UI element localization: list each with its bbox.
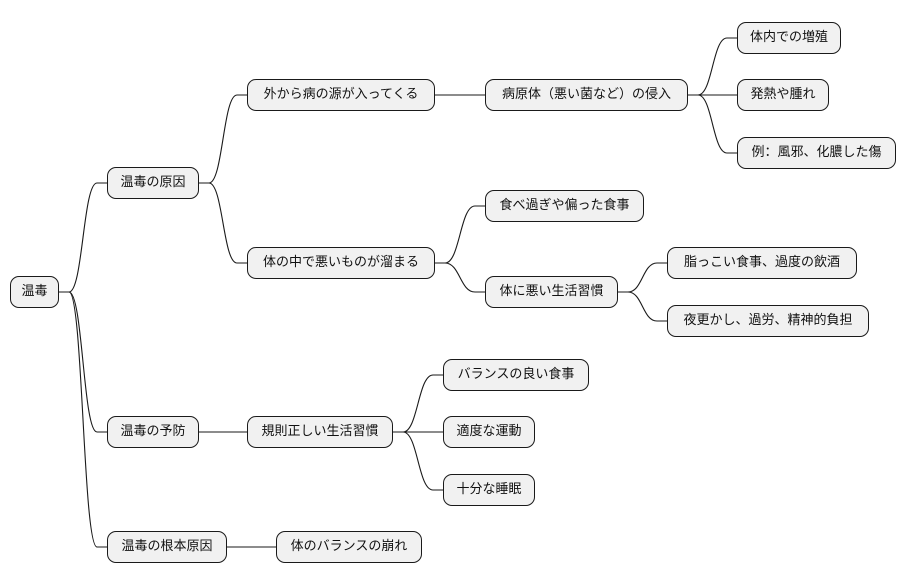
node-overeating[interactable]: 食べ過ぎや偏った食事 — [485, 190, 644, 222]
node-prevention[interactable]: 温毒の予防 — [107, 416, 199, 448]
connector-habits-late — [618, 291, 667, 322]
node-example[interactable]: 例：風邪、化膿した傷 — [737, 137, 896, 169]
connector-root-rootcause — [59, 291, 107, 548]
node-greasy-food[interactable]: 脂っこい食事、過度の飲酒 — [667, 247, 857, 279]
node-body-imbalance[interactable]: 体のバランスの崩れ — [276, 531, 422, 563]
connector-cause-internal — [199, 182, 247, 264]
connector-regular-meal — [393, 374, 443, 433]
node-fever[interactable]: 発熱や腫れ — [737, 79, 829, 111]
connector-habits-greasy — [618, 262, 667, 293]
node-pathogen-invasion[interactable]: 病原体（悪い菌など）の侵入 — [485, 79, 688, 111]
node-exercise[interactable]: 適度な運動 — [443, 416, 535, 448]
connector-root-cause — [59, 182, 107, 293]
connector-pathogen-example — [688, 94, 737, 154]
node-balanced-meal[interactable]: バランスの良い食事 — [443, 359, 589, 391]
connector-pathogen-prolif — [688, 37, 737, 96]
node-regular-life[interactable]: 規則正しい生活習慣 — [247, 416, 393, 448]
node-cause[interactable]: 温毒の原因 — [107, 167, 199, 199]
connector-regular-sleep — [393, 431, 443, 491]
node-root-cause[interactable]: 温毒の根本原因 — [107, 531, 227, 563]
node-external-source[interactable]: 外から病の源が入ってくる — [247, 79, 435, 111]
node-bad-habits[interactable]: 体に悪い生活習慣 — [485, 276, 618, 308]
node-late-nights[interactable]: 夜更かし、過労、精神的負担 — [667, 305, 869, 337]
connector-root-prev — [59, 291, 107, 433]
node-proliferation[interactable]: 体内での増殖 — [737, 22, 841, 54]
node-sleep[interactable]: 十分な睡眠 — [443, 474, 535, 506]
connector-internal-overeat — [435, 205, 485, 264]
node-internal-buildup[interactable]: 体の中で悪いものが溜まる — [247, 247, 435, 279]
node-root[interactable]: 温毒 — [10, 276, 59, 308]
connector-cause-external — [199, 94, 247, 184]
connector-internal-habits — [435, 262, 485, 293]
